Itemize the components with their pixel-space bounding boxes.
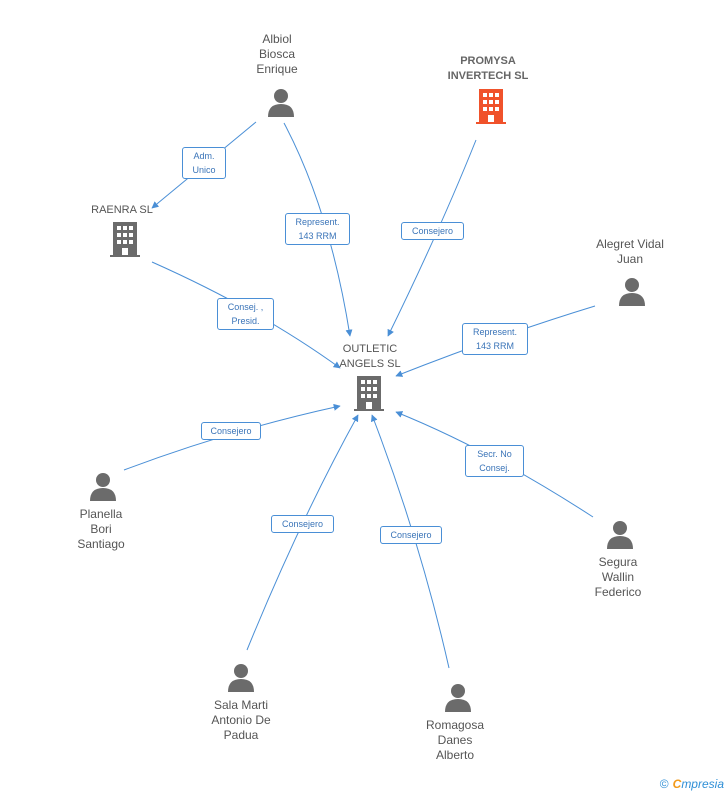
edge-label-consejero-romagosa: Consejero xyxy=(380,526,442,544)
node-label-albiol[interactable]: Albiol Biosca Enrique xyxy=(256,32,298,76)
person-icon[interactable] xyxy=(226,663,256,693)
edge-label-represent-alegret: Represent. 143 RRM xyxy=(462,323,528,355)
edge-label-secr-no-consej: Secr. No Consej. xyxy=(465,445,524,477)
person-icon[interactable] xyxy=(443,683,473,713)
node-label-promysa[interactable]: PROMYSA INVERTECH SL xyxy=(447,55,529,82)
building-icon[interactable] xyxy=(354,376,384,412)
brand-initial: C xyxy=(672,777,682,791)
node-label-planella[interactable]: Planella Bori Santiago xyxy=(77,507,125,551)
node-label-raenra[interactable]: RAENRA SL xyxy=(91,204,153,216)
edge-label-consejero-planella: Consejero xyxy=(201,422,261,440)
building-icon[interactable] xyxy=(110,222,140,258)
edge-label-consejero-sala: Consejero xyxy=(271,515,334,533)
edge-label-consej-presid: Consej. , Presid. xyxy=(217,298,274,330)
node-label-sala[interactable]: Sala Marti Antonio De Padua xyxy=(211,698,271,742)
node-label-alegret[interactable]: Alegret Vidal Juan xyxy=(596,237,664,266)
node-label-segura[interactable]: Segura Wallin Federico xyxy=(594,555,642,599)
edge-label-represent-albiol: Represent. 143 RRM xyxy=(285,213,350,245)
brand-name: mpresia xyxy=(681,777,724,791)
empresia-logo: ©Cmpresia xyxy=(660,777,724,791)
copyright-icon: © xyxy=(659,777,669,791)
edge-label-consejero-promysa: Consejero xyxy=(401,222,464,240)
node-label-outletic[interactable]: OUTLETIC ANGELS SL xyxy=(339,343,401,370)
node-label-romagosa[interactable]: Romagosa Danes Alberto xyxy=(425,718,485,762)
person-icon[interactable] xyxy=(605,520,635,550)
person-icon[interactable] xyxy=(266,88,296,118)
person-icon[interactable] xyxy=(88,472,118,502)
edge-label-adm-unico: Adm. Unico xyxy=(182,147,226,179)
building-icon[interactable] xyxy=(476,89,506,125)
person-icon[interactable] xyxy=(617,277,647,307)
